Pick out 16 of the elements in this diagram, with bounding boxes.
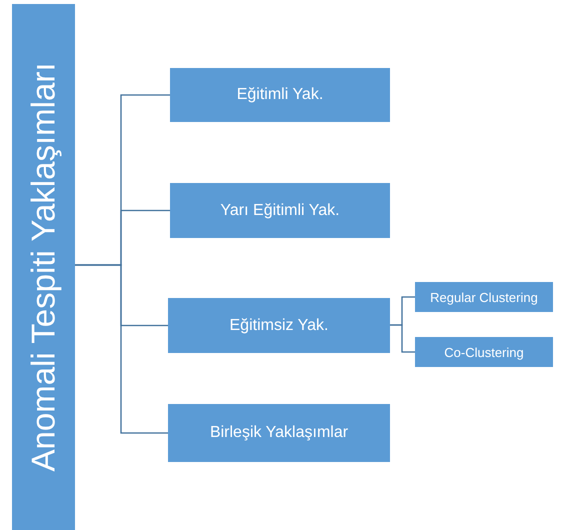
category-box bbox=[168, 404, 390, 462]
category-box bbox=[415, 337, 553, 367]
category-box bbox=[170, 68, 390, 122]
category-box bbox=[415, 282, 553, 312]
box-label: Yarı Eğitimli Yak. bbox=[220, 202, 340, 220]
box-label: Regular Clustering bbox=[430, 290, 538, 304]
box-label: Eğitimli Yak. bbox=[236, 86, 324, 104]
category-box bbox=[170, 183, 390, 238]
connector-line bbox=[390, 324, 415, 353]
box-label: Co-Clustering bbox=[444, 344, 524, 360]
vertical-title: Anomali Tespiti Yaklaşımları bbox=[24, 62, 62, 472]
connector-line bbox=[75, 264, 168, 434]
box-label: Eğitimsiz Yak. bbox=[230, 316, 328, 334]
title-bar bbox=[12, 4, 75, 530]
box-label: Birleşik Yaklaşımlar bbox=[210, 424, 348, 442]
category-box bbox=[168, 298, 390, 353]
